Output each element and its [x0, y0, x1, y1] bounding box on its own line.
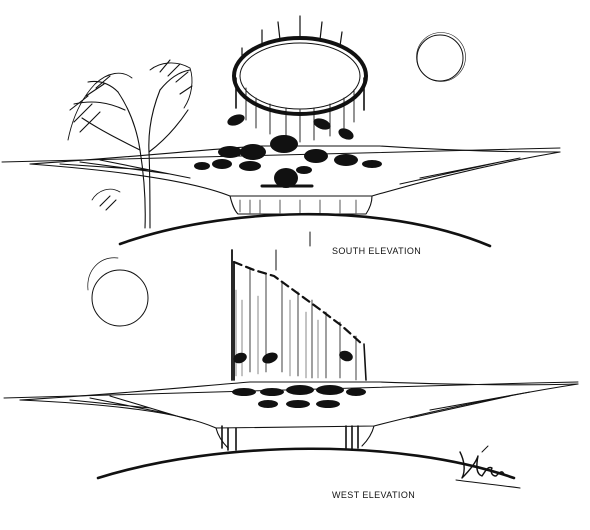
tree-sketch [67, 59, 193, 229]
south-ring-structure [232, 15, 368, 143]
south-elevation-caption: SOUTH ELEVATION [332, 246, 422, 256]
west-top-structure [231, 231, 367, 381]
west-elevation-drawing [3, 231, 579, 480]
sun-circle [416, 32, 466, 82]
west-sun-circle [87, 257, 149, 327]
signature-mark [455, 445, 521, 489]
south-openings [194, 114, 382, 188]
west-platform [19, 381, 579, 451]
south-ground-arc [118, 212, 492, 248]
south-elevation-drawing [1, 15, 561, 248]
west-openings [232, 350, 366, 408]
west-ground-arc [96, 447, 516, 480]
west-elevation-caption: WEST ELEVATION [332, 490, 416, 500]
